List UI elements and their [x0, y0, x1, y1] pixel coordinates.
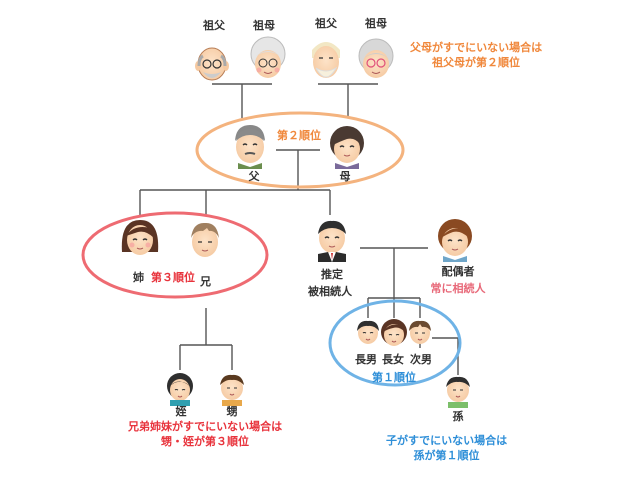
mother-label: 母	[339, 170, 351, 183]
line-parents-children	[139, 189, 331, 215]
decedent-label-line1: 推定	[321, 268, 343, 281]
parents-highlight-ellipse	[195, 111, 405, 189]
father-icon	[235, 125, 265, 169]
father-label: 父	[248, 170, 260, 183]
niece-icon	[167, 373, 193, 406]
paternal-grandmother-icon	[250, 36, 286, 78]
parents-rank-label: 第２順位	[277, 129, 321, 142]
eldest-son-icon	[357, 320, 379, 344]
sister-label: 姉	[133, 271, 144, 284]
grandparents-note: 父母がすでにいない場合は 祖父母が第２順位	[410, 40, 542, 70]
second-son-icon	[409, 320, 431, 344]
niece-label: 姪	[175, 405, 187, 418]
decedent-icon	[318, 220, 346, 262]
mother-icon	[330, 126, 364, 169]
paternal-grandfather-label: 祖父	[203, 19, 225, 32]
line-maternal-grandparents	[318, 83, 378, 118]
eldest-son-label: 長男	[355, 353, 377, 366]
paternal-grandmother-label: 祖母	[253, 19, 275, 32]
children-note-line1: 子がすでにいない場合は	[386, 434, 508, 447]
line-children	[367, 248, 421, 318]
spouse-icon	[438, 219, 472, 262]
second-son-label: 次男	[410, 353, 432, 366]
maternal-grandmother-icon	[358, 38, 394, 78]
brother-icon	[191, 222, 219, 257]
children-rank-label: 第１順位	[372, 371, 416, 384]
children-note-line2: 孫が第１順位	[413, 449, 480, 462]
maternal-grandmother-label: 祖母	[365, 17, 387, 30]
grandchild-label: 孫	[452, 410, 464, 423]
maternal-grandfather-label: 祖父	[315, 17, 337, 30]
paternal-grandfather-icon	[195, 47, 229, 81]
brother-label: 兄	[200, 275, 211, 288]
siblings-highlight-ellipse	[81, 211, 269, 299]
sister-icon	[121, 220, 159, 255]
line-nephews	[179, 308, 233, 370]
children-highlight-ellipse	[328, 299, 462, 387]
line-paternal-grandparents	[212, 83, 272, 118]
eldest-daughter-label: 長女	[382, 353, 404, 366]
nephew-icon	[220, 374, 244, 406]
grandparents-note-line2: 祖父母が第２順位	[432, 56, 521, 69]
siblings-rank-label: 第３順位	[151, 271, 195, 284]
siblings-note: 兄弟姉妹がすでにいない場合は 甥・姪が第３順位	[128, 419, 282, 449]
children-note: 子がすでにいない場合は 孫が第１順位	[386, 433, 507, 463]
grandparents-note-line1: 父母がすでにいない場合は	[410, 41, 543, 54]
grandchild-icon	[446, 376, 470, 408]
eldest-daughter-icon	[381, 319, 407, 346]
decedent-label-line2: 被相続人	[308, 285, 352, 298]
line-parents-couple	[276, 149, 320, 190]
spouse-note: 常に相続人	[430, 282, 486, 295]
maternal-grandfather-icon	[312, 42, 340, 78]
nephew-label: 甥	[226, 405, 238, 418]
spouse-label: 配偶者	[441, 265, 475, 278]
siblings-note-line1: 兄弟姉妹がすでにいない場合は	[128, 420, 283, 433]
siblings-note-line2: 甥・姪が第３順位	[161, 435, 250, 448]
